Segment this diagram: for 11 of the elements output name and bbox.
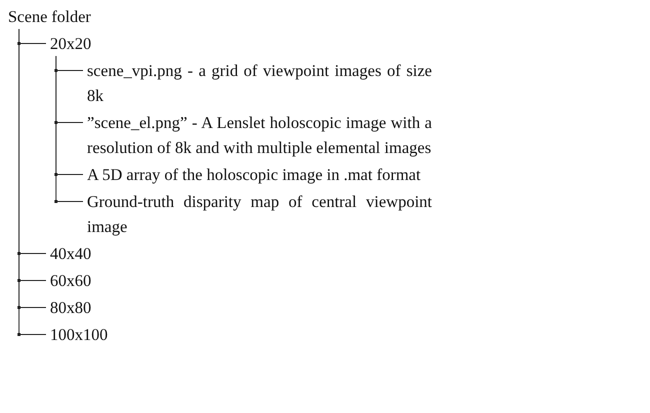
tree-connector — [54, 56, 84, 203]
file-description: Ground-truth disparity map of central viewpoint image — [87, 189, 432, 239]
folder-label: Scene folder — [8, 4, 432, 29]
file-description: A 5D array of the holoscopic image in .mat format — [87, 162, 432, 187]
folder-label: 100x100 — [50, 322, 432, 347]
file-description: scene_vpi.png - a grid of viewpoint images of size 8k — [87, 58, 432, 108]
file-description: ”scene_el.png” - A Lenslet holoscopic image with a resolution of 8k and with multiple elemental images — [87, 110, 432, 160]
folder-label: 20x20 — [50, 31, 432, 56]
folder-label: 80x80 — [50, 295, 432, 320]
folder-label: 60x60 — [50, 268, 432, 293]
folder-label: 40x40 — [50, 241, 432, 266]
